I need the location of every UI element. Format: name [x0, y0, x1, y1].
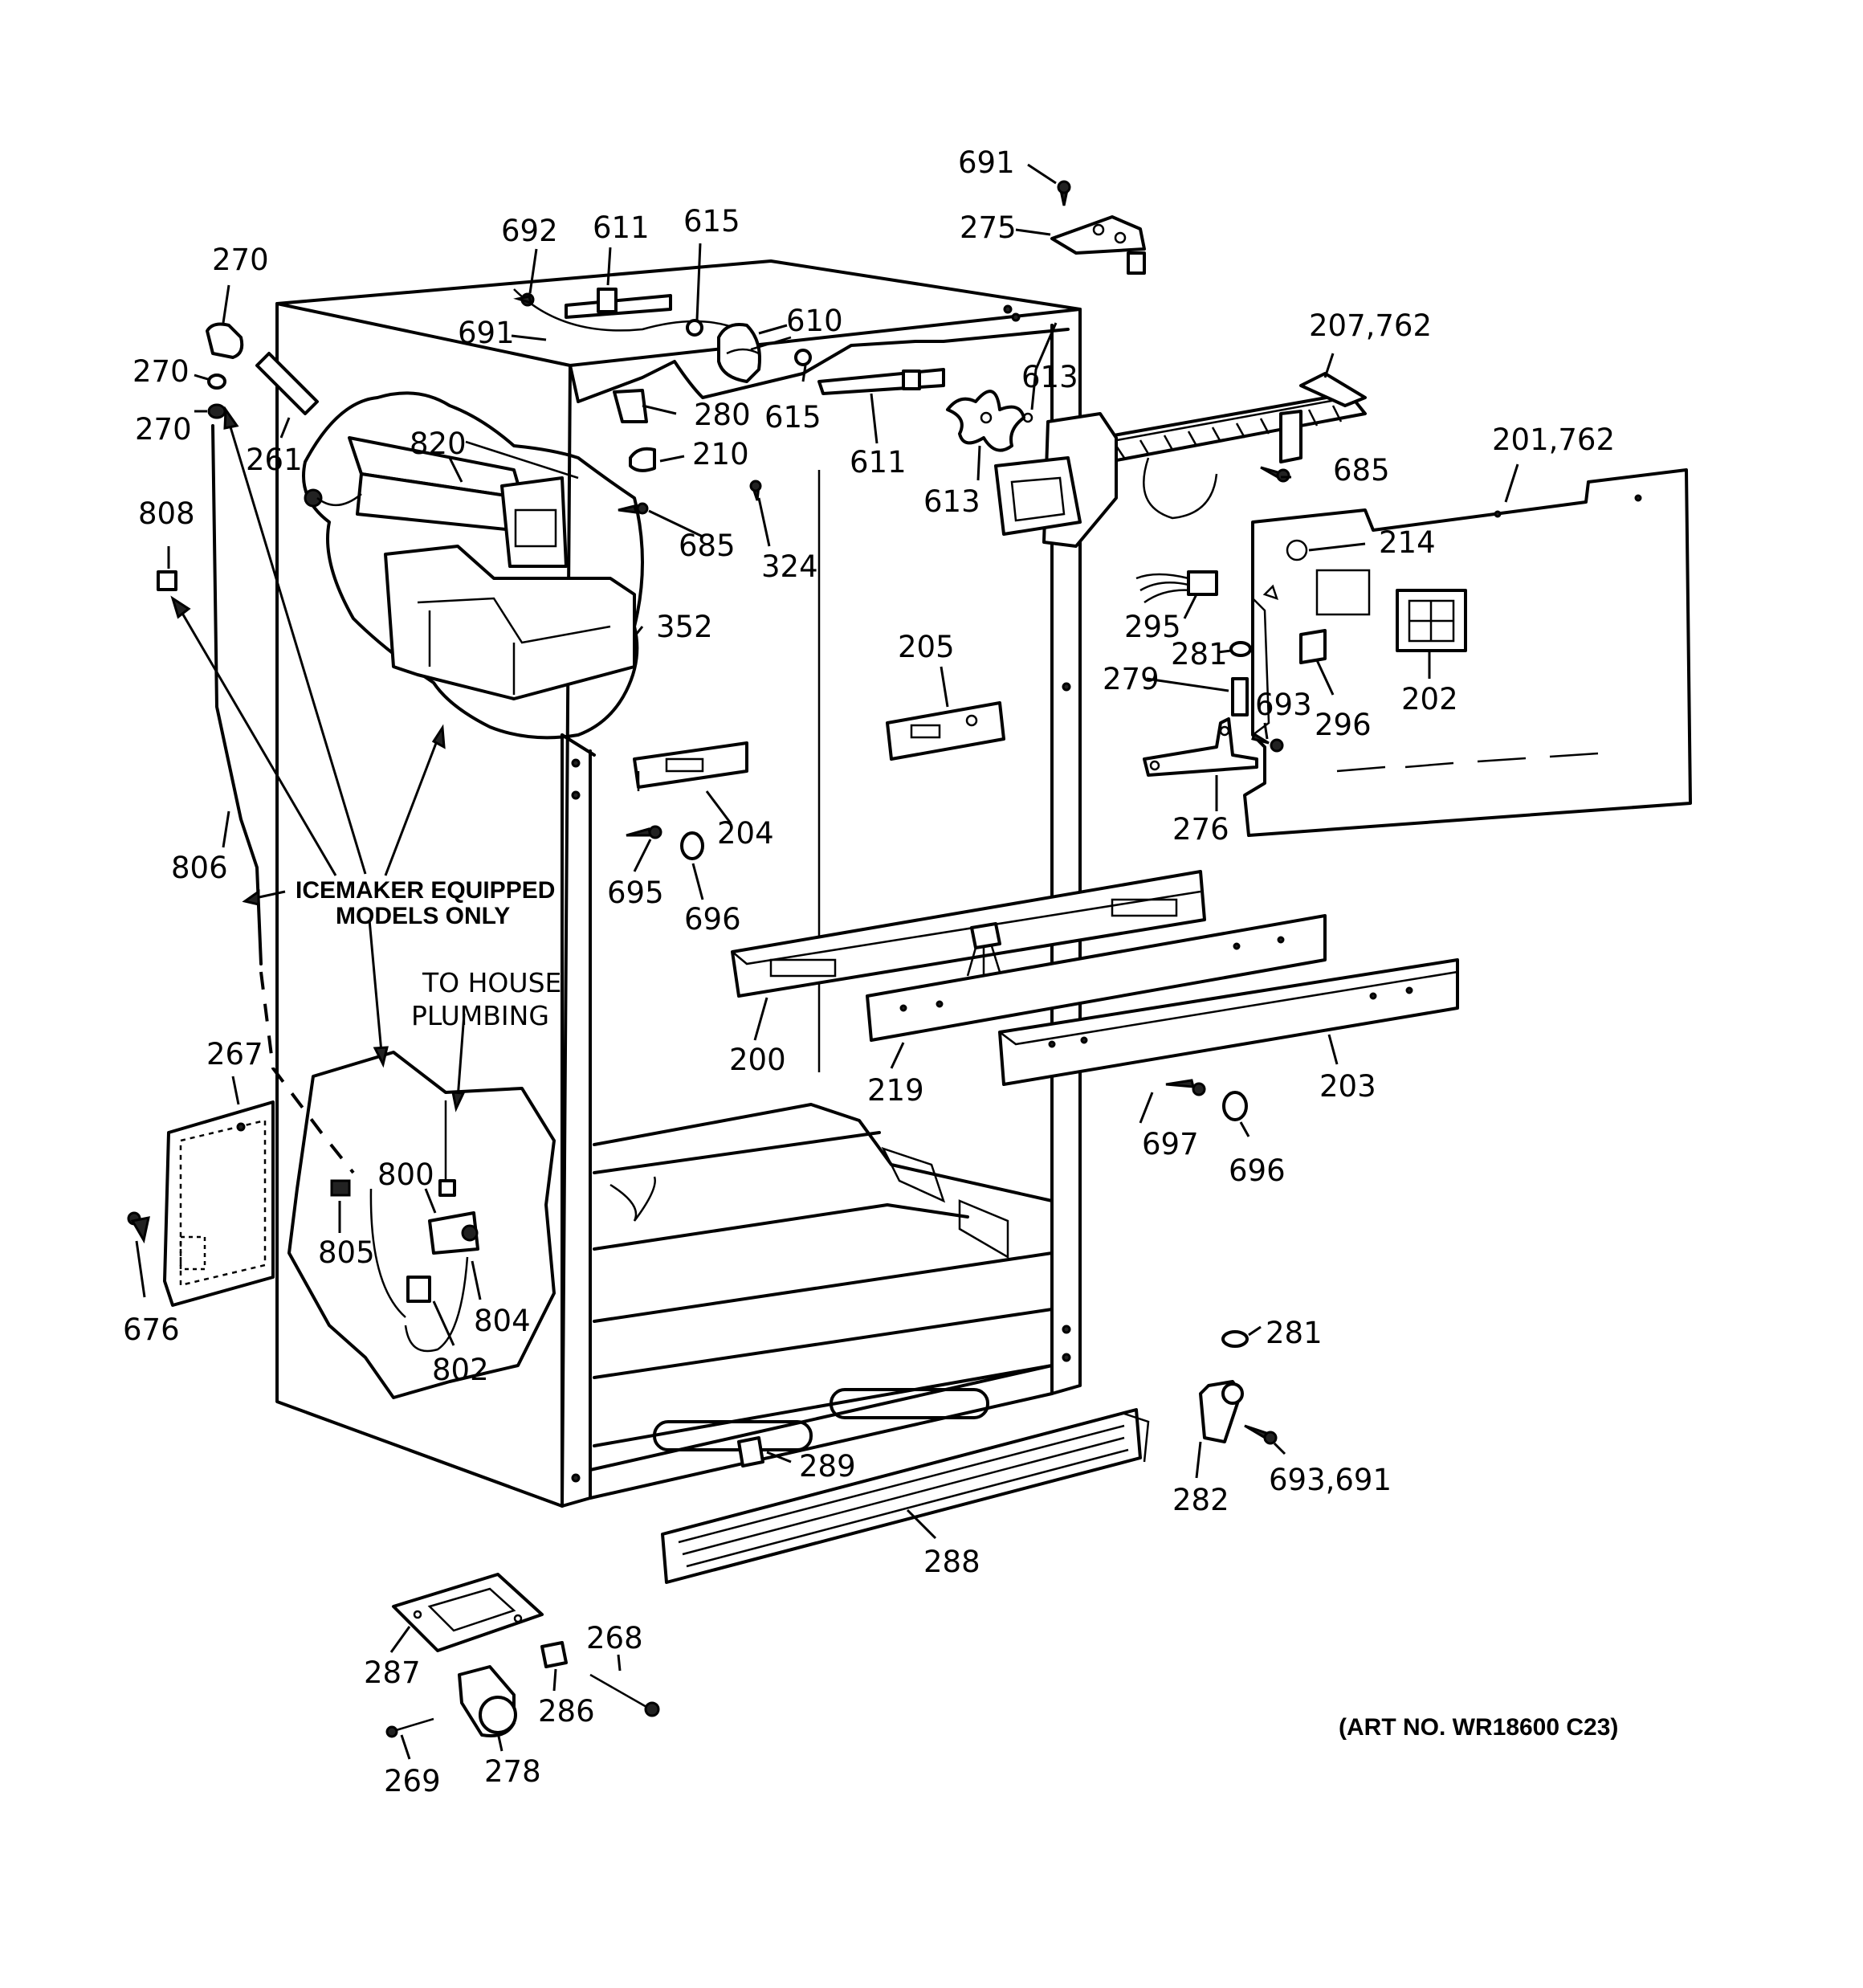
rear-cover-267	[163, 1100, 275, 1307]
part-label: 281	[1266, 1316, 1323, 1350]
part-label: 615	[764, 400, 821, 435]
part-label: 219	[867, 1073, 924, 1108]
part-label: 806	[171, 851, 228, 885]
part-label: 275	[960, 210, 1017, 245]
part-label: 693,691	[1269, 1463, 1392, 1497]
part-label: 805	[318, 1235, 375, 1270]
part-label: 287	[364, 1655, 421, 1690]
part-label: 800	[377, 1157, 434, 1192]
part-label: 808	[138, 496, 195, 531]
part-label: 270	[132, 354, 190, 389]
grille-288	[661, 1408, 1150, 1584]
top-hinge-275	[1050, 180, 1146, 275]
part-label: 210	[692, 437, 749, 471]
rail-203	[998, 958, 1459, 1086]
part-label: 261	[246, 443, 303, 477]
part-label: 268	[586, 1621, 643, 1655]
part-label: 804	[474, 1304, 531, 1338]
part-label: 697	[1142, 1127, 1199, 1161]
part-label: 696	[1229, 1153, 1286, 1188]
screw-697-plug-696	[1165, 1079, 1248, 1121]
plumbing-note-line1: TO HOUSE	[422, 967, 561, 998]
screw-676	[127, 1211, 150, 1244]
part-label: 695	[607, 876, 664, 910]
part-label: 270	[135, 412, 192, 447]
part-label: 692	[501, 214, 558, 248]
icemaker-note-arrows	[170, 406, 466, 1112]
evaporator-cover-201	[1243, 468, 1692, 837]
screw-695-plug-696	[626, 825, 704, 860]
part-label: 611	[850, 445, 907, 480]
bracket-205	[886, 701, 1005, 761]
plumbing-cutaway	[287, 1051, 556, 1399]
leader-lines	[135, 163, 1519, 1760]
part-label: 279	[1103, 662, 1160, 696]
part-label: 278	[484, 1754, 541, 1789]
fan-blade-613	[946, 390, 1033, 452]
part-label: 214	[1379, 525, 1436, 560]
plumbing-note-line2: PLUMBING	[411, 1000, 549, 1031]
fan-motor-610	[717, 323, 812, 383]
lower-hinge-282	[1199, 1330, 1278, 1445]
part-label: 691	[958, 145, 1015, 180]
rail-219	[866, 914, 1327, 1042]
part-label: 696	[684, 902, 741, 937]
part-label: 820	[410, 427, 467, 461]
evaporator-housing-207	[994, 372, 1367, 548]
part-label: 691	[458, 316, 515, 350]
part-label: 802	[432, 1353, 489, 1387]
part-label: 288	[923, 1545, 980, 1579]
part-label: 282	[1172, 1483, 1229, 1517]
part-label: 611	[593, 210, 650, 245]
part-label: 205	[898, 630, 955, 664]
screw-685-right	[1260, 466, 1290, 483]
center-hinge-276	[1143, 717, 1258, 777]
part-label: 685	[679, 529, 736, 563]
mullion-200	[731, 870, 1206, 998]
part-label: 296	[1315, 708, 1372, 742]
part-label: 685	[1333, 453, 1390, 488]
part-label: 202	[1401, 682, 1458, 716]
part-label: 269	[384, 1764, 441, 1798]
small-parts-right	[1229, 629, 1327, 753]
part-label: 610	[786, 304, 843, 338]
water-fittings-270	[157, 322, 319, 591]
part-label: 203	[1319, 1069, 1376, 1104]
part-label: 613	[923, 484, 980, 519]
part-label: 276	[1172, 812, 1229, 847]
bracket-611-top	[513, 288, 703, 337]
icemaker-note-line1: ICEMAKER EQUIPPED	[296, 877, 555, 904]
part-label: 295	[1124, 610, 1181, 644]
bracket-611-right	[817, 368, 945, 395]
part-label: 280	[694, 398, 751, 432]
small-parts-top-center	[613, 389, 762, 515]
wire-harness-295	[1135, 570, 1218, 604]
part-label: 267	[206, 1037, 263, 1072]
part-label: 207,762	[1309, 308, 1432, 343]
part-label: 676	[123, 1312, 180, 1347]
part-label: 613	[1021, 360, 1078, 394]
bracket-204	[633, 741, 748, 791]
part-label: 200	[729, 1043, 786, 1077]
notes: ICEMAKER EQUIPPED MODELS ONLY TO HOUSE P…	[296, 877, 1618, 1741]
part-labels: 691 275 692 611 615 270 610 691 270 613 …	[123, 145, 1615, 1798]
part-label: 289	[799, 1449, 856, 1484]
part-label: 615	[683, 204, 740, 239]
roller-parts	[385, 1573, 660, 1738]
part-label: 352	[656, 610, 713, 644]
icemaker-cutaway	[302, 391, 644, 740]
icemaker-note-line2: MODELS ONLY	[336, 903, 510, 929]
art-number: (ART NO. WR18600 C23)	[1339, 1714, 1618, 1741]
part-label: 270	[212, 243, 269, 277]
part-label: 324	[761, 549, 818, 584]
part-label: 281	[1171, 637, 1228, 672]
part-label: 204	[717, 816, 774, 851]
part-label: 201,762	[1492, 423, 1615, 457]
part-label: 693	[1255, 688, 1312, 722]
part-label: 286	[538, 1694, 595, 1729]
